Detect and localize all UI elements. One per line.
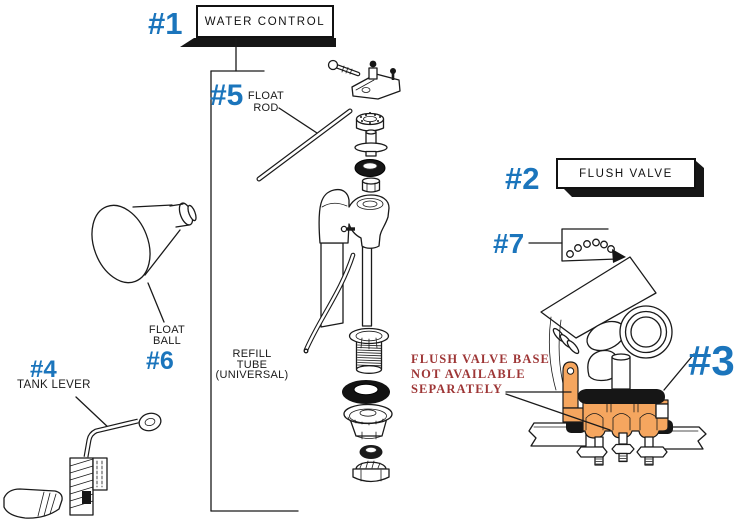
water-control-box-shadow: [180, 38, 336, 47]
tank-wall-cross-section: [528, 422, 707, 450]
chain-callout-bracket: [528, 228, 618, 262]
flush-valve-base-warning: FLUSH VALVE BASE NOT AVAILABLE SEPARATEL…: [411, 352, 550, 396]
part-number-2: #2: [505, 161, 540, 196]
float-rod-drawing: [256, 107, 353, 182]
float-rod-label: FLOAT ROD: [247, 90, 285, 114]
part-number-4: #4: [30, 356, 57, 383]
float-ball-label: FLOAT BALL: [148, 324, 186, 347]
float-rod-leader-line: [278, 107, 318, 134]
part-number-7: #7: [493, 228, 525, 259]
water-control-title-box: WATER CONTROL: [196, 5, 334, 38]
seat-disc: [578, 389, 665, 404]
float-ball-leader-line: [147, 282, 165, 323]
part-number-6: #6: [146, 347, 174, 375]
flush-valve-box-shadow: [564, 161, 704, 197]
flush-valve-assembly-drawing: [505, 228, 707, 466]
water-control-assembly-drawing: [303, 59, 401, 483]
tank-lever-label: TANK LEVER: [17, 379, 91, 391]
refill-tube-label: REFILL TUBE (UNIVERSAL): [215, 348, 289, 381]
flapper-seal-rings: [619, 305, 673, 359]
tank-lever-drawing: [3, 396, 162, 519]
part3-leader-line: [663, 353, 695, 391]
part-number-3: #3: [688, 337, 735, 384]
flush-valve-title-box: FLUSH VALVE: [556, 158, 696, 189]
mounting-bolts: [576, 432, 668, 466]
flapper: [540, 256, 657, 339]
part-number-5: #5: [210, 79, 244, 112]
part-number-1: #1: [148, 6, 183, 41]
tank-lever-leader-line: [75, 396, 111, 430]
warning-leader-line-2: [505, 393, 611, 431]
water-control-bracket-lines: [210, 37, 299, 512]
lift-chain: [566, 238, 626, 263]
float-ball-drawing: [91, 202, 197, 323]
